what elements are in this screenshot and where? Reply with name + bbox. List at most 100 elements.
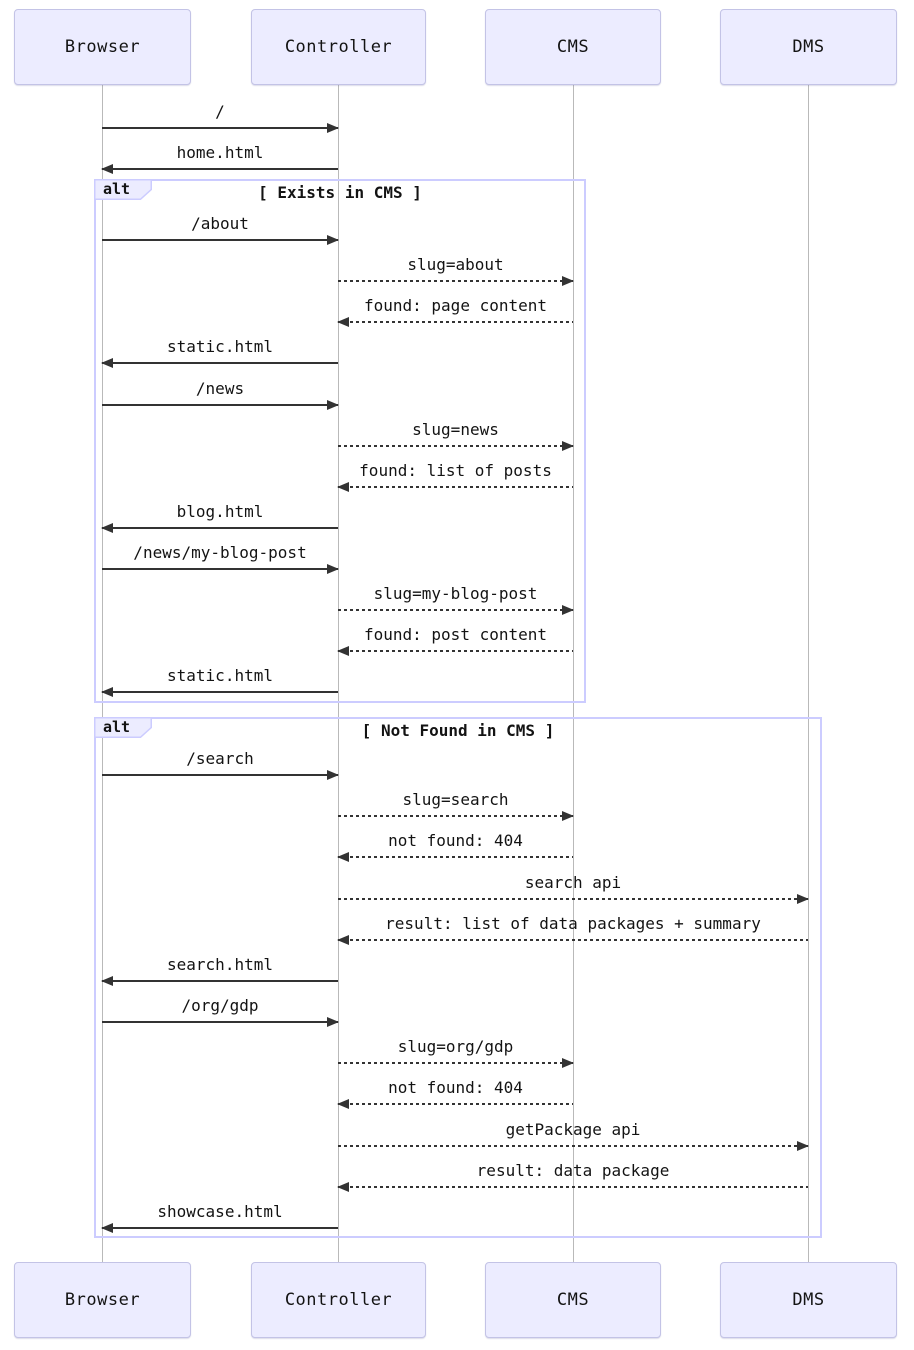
message-line xyxy=(338,898,808,900)
message-line xyxy=(338,486,573,488)
message-line xyxy=(338,1103,573,1105)
message-line xyxy=(102,691,338,693)
message-line xyxy=(338,1062,573,1064)
alt-frame-not-found-in-cms: alt [ Not Found in CMS ] xyxy=(94,717,822,1238)
arrowhead-left-icon xyxy=(337,646,349,656)
message-label: slug=news xyxy=(412,420,499,439)
arrowhead-left-icon xyxy=(101,164,113,174)
actor-label: CMS xyxy=(556,37,590,57)
message-label: /news/my-blog-post xyxy=(133,543,307,562)
lifeline-dms xyxy=(808,85,809,1262)
message-line xyxy=(102,774,338,776)
message-label: slug=search xyxy=(402,790,509,809)
actor-cms-bottom: CMS xyxy=(485,1262,661,1338)
arrowhead-left-icon xyxy=(101,1223,113,1233)
actor-label: Browser xyxy=(64,1290,141,1310)
message-label: blog.html xyxy=(176,502,264,521)
message-label: found: page content xyxy=(363,296,548,315)
message-line xyxy=(102,1227,338,1229)
alt-operator-label: alt xyxy=(103,180,131,198)
message-line xyxy=(338,1186,808,1188)
message-line xyxy=(338,280,573,282)
message-label: slug=my-blog-post xyxy=(373,584,538,603)
arrowhead-left-icon xyxy=(337,852,349,862)
message-line xyxy=(102,404,338,406)
alt-condition-label: [ Exists in CMS ] xyxy=(258,183,422,202)
arrowhead-left-icon xyxy=(101,976,113,986)
message-line xyxy=(338,321,573,323)
arrowhead-right-icon xyxy=(562,276,574,286)
arrowhead-left-icon xyxy=(337,1182,349,1192)
arrowhead-left-icon xyxy=(101,523,113,533)
message-label: static.html xyxy=(167,337,273,356)
message-label: result: list of data packages + summary xyxy=(385,914,761,933)
message-label: showcase.html xyxy=(157,1202,283,1221)
arrowhead-right-icon xyxy=(562,1058,574,1068)
message-label: not found: 404 xyxy=(388,1078,523,1097)
arrowhead-right-icon xyxy=(797,894,809,904)
arrowhead-right-icon xyxy=(327,1017,339,1027)
arrowhead-left-icon xyxy=(101,358,113,368)
message-label: search api xyxy=(524,873,622,892)
message-label: getPackage api xyxy=(505,1120,641,1139)
message-line xyxy=(102,239,338,241)
alt-frame-exists-in-cms: alt [ Exists in CMS ] xyxy=(94,179,586,703)
actor-dms-top: DMS xyxy=(720,9,897,85)
message-label: search.html xyxy=(167,955,273,974)
actor-label: CMS xyxy=(556,1290,590,1310)
message-label: /news xyxy=(195,379,245,398)
actor-label: DMS xyxy=(792,37,825,57)
alt-tab-icon xyxy=(94,717,152,738)
message-line xyxy=(338,939,808,941)
alt-condition-label: [ Not Found in CMS ] xyxy=(361,721,555,740)
message-label: slug=org/gdp xyxy=(397,1037,514,1056)
message-line xyxy=(102,362,338,364)
actor-cms-top: CMS xyxy=(485,9,661,85)
actor-label: Browser xyxy=(64,37,141,57)
arrowhead-left-icon xyxy=(337,935,349,945)
message-label: /org/gdp xyxy=(181,996,259,1015)
actor-label: Controller xyxy=(284,1290,393,1310)
arrowhead-right-icon xyxy=(562,811,574,821)
message-label: found: list of posts xyxy=(359,461,552,480)
message-label: /about xyxy=(191,214,249,233)
arrowhead-right-icon xyxy=(327,400,339,410)
message-line xyxy=(338,445,573,447)
message-label: static.html xyxy=(167,666,273,685)
actor-controller-bottom: Controller xyxy=(251,1262,426,1338)
actor-browser-bottom: Browser xyxy=(14,1262,191,1338)
actor-browser-top: Browser xyxy=(14,9,191,85)
actor-label: DMS xyxy=(792,1290,825,1310)
message-line xyxy=(338,856,573,858)
message-line xyxy=(102,527,338,529)
message-label: result: data package xyxy=(476,1161,670,1180)
message-line xyxy=(338,609,573,611)
lifeline-controller xyxy=(338,85,339,1262)
arrowhead-right-icon xyxy=(327,123,339,133)
message-line xyxy=(102,980,338,982)
arrowhead-right-icon xyxy=(327,770,339,780)
arrowhead-right-icon xyxy=(327,564,339,574)
message-line xyxy=(102,568,338,570)
message-label: / xyxy=(215,102,225,121)
arrowhead-right-icon xyxy=(327,235,339,245)
actor-dms-bottom: DMS xyxy=(720,1262,897,1338)
message-line xyxy=(338,1145,808,1147)
arrowhead-left-icon xyxy=(337,317,349,327)
message-label: not found: 404 xyxy=(388,831,523,850)
arrowhead-right-icon xyxy=(562,441,574,451)
message-line xyxy=(102,127,338,129)
lifeline-browser xyxy=(102,85,103,1262)
message-line xyxy=(102,168,338,170)
arrowhead-left-icon xyxy=(337,1099,349,1109)
message-line xyxy=(102,1021,338,1023)
message-label: slug=about xyxy=(407,255,504,274)
alt-operator-label: alt xyxy=(103,718,131,736)
arrowhead-right-icon xyxy=(562,605,574,615)
actor-label: Controller xyxy=(284,37,393,57)
message-line xyxy=(338,650,573,652)
alt-tab-icon xyxy=(94,179,152,200)
message-line xyxy=(338,815,573,817)
arrowhead-left-icon xyxy=(337,482,349,492)
